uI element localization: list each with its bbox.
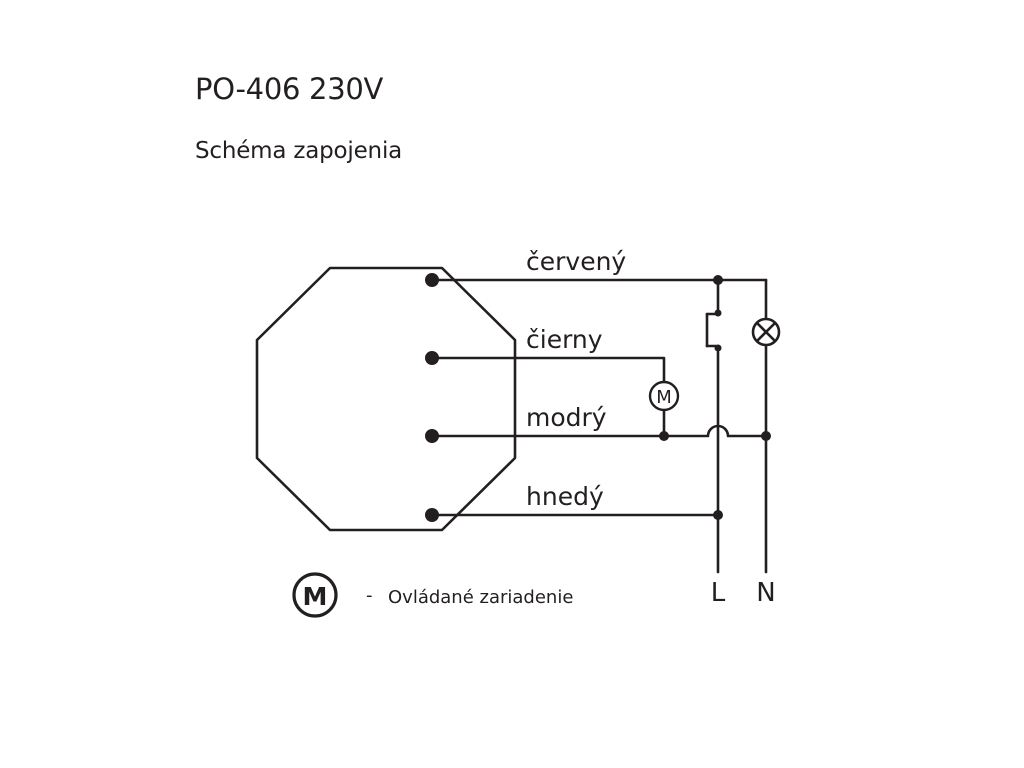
junction-brown-l (713, 510, 723, 520)
wire-black-label: čierny (526, 325, 603, 354)
wire-blue-label: modrý (526, 403, 607, 432)
legend-motor-icon: M (292, 572, 338, 618)
lamp-icon (751, 317, 781, 347)
legend-dash: - (366, 585, 373, 606)
bus-n-label: N (756, 578, 775, 608)
terminal-red (425, 273, 439, 287)
bus-l-label: L (711, 578, 726, 608)
motor-icon: M (648, 380, 680, 412)
junction-blue-n (761, 431, 771, 441)
junction-switch-bottom (714, 344, 722, 352)
diagram-subtitle: Schéma zapojenia (195, 138, 403, 164)
junction-red-l (713, 275, 723, 285)
terminal-black (425, 351, 439, 365)
module-body (255, 266, 517, 532)
legend-motor-symbol: M (303, 582, 328, 611)
motor-symbol-label: M (656, 387, 672, 408)
junction-motor-blue (659, 431, 669, 441)
diagram-title: PO-406 230V (195, 72, 384, 106)
wire-red-label: červený (526, 247, 626, 276)
terminal-brown (425, 508, 439, 522)
legend: M - Ovládané zariadenie (292, 572, 573, 618)
wire-brown-label: hnedý (526, 482, 604, 511)
legend-text: Ovládané zariadenie (388, 587, 573, 608)
junction-switch-top (714, 309, 722, 317)
wire-black (430, 356, 666, 384)
terminal-blue (425, 429, 439, 443)
